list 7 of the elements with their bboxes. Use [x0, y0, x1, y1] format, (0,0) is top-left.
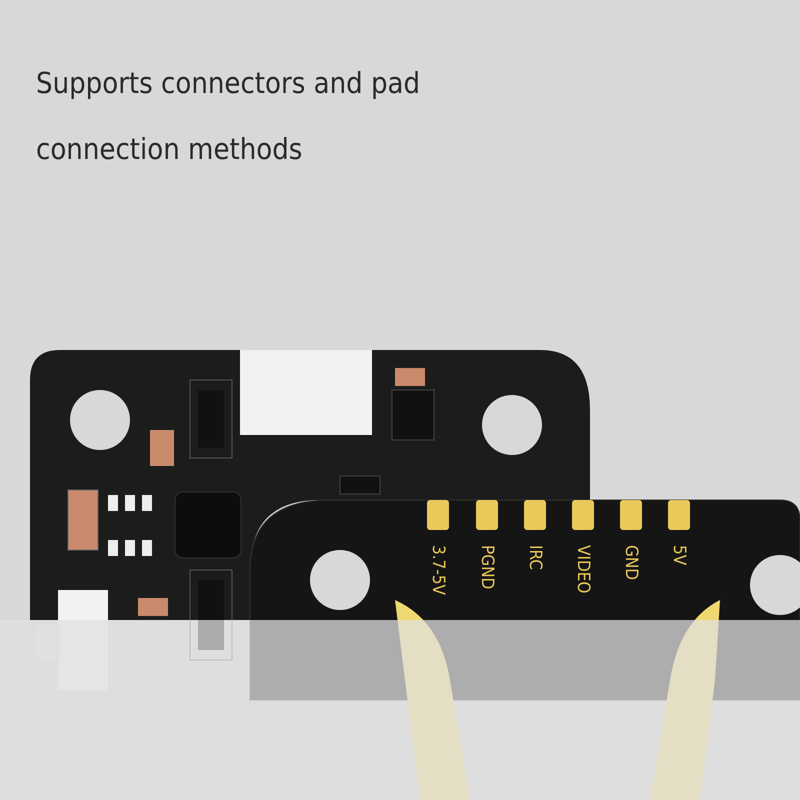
pad-label: IRC — [525, 545, 545, 570]
pad-label: VIDEO — [573, 545, 593, 594]
pad-label: PGND — [477, 545, 497, 590]
pad-label: 5V — [669, 545, 689, 566]
heading: Supports connectors and pad connection methods — [36, 65, 422, 168]
pad-label: 3.7-5V — [428, 545, 448, 596]
pad-label: GND — [621, 545, 641, 580]
